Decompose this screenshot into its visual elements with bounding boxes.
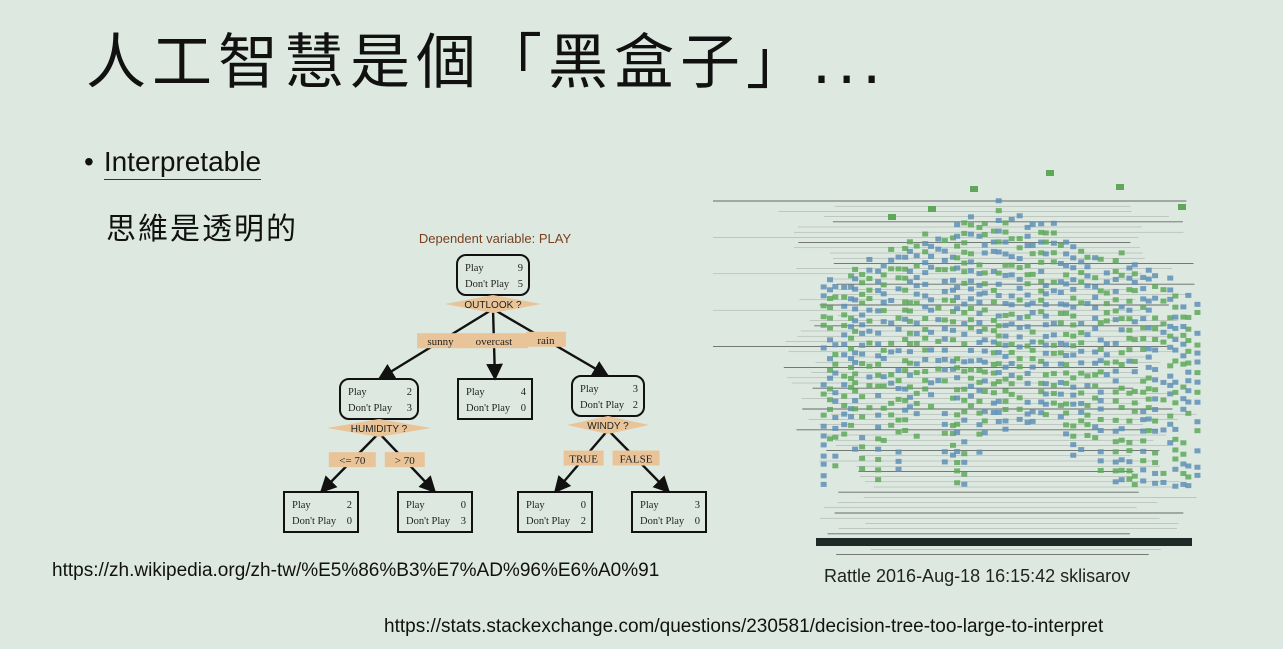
node-dontplay-label: Don't Play xyxy=(466,403,511,414)
edge-label-box xyxy=(563,450,604,466)
edge-label-box xyxy=(525,331,566,347)
slide-title: 人工智慧是個「黑盒子」... xyxy=(86,28,888,98)
node-dontplay-label: Don't Play xyxy=(465,279,510,290)
split-label: OUTLOOK ? xyxy=(464,300,522,311)
node-dontplay-count: 0 xyxy=(695,516,700,527)
node-dontplay-label: Don't Play xyxy=(292,516,337,527)
node-play-count: 0 xyxy=(461,500,466,511)
edge-label-box xyxy=(328,452,376,468)
edge-label-box xyxy=(384,452,425,468)
bullet-subtext: 思維是透明的 xyxy=(106,212,298,247)
edge-label-box xyxy=(459,333,528,349)
tree-header: Dependent variable: PLAY xyxy=(419,231,572,246)
node-play-label: Play xyxy=(465,263,484,274)
node-dontplay-label: Don't Play xyxy=(580,400,625,411)
split-diamond xyxy=(444,295,542,313)
node-dontplay-count: 2 xyxy=(581,516,586,527)
tree-edges: sunny overcast rain <= 70 > 70 TRUE FALSE xyxy=(319,307,671,494)
edge-label: sunny xyxy=(427,336,454,348)
split-label: HUMIDITY ? xyxy=(351,424,408,435)
node-dontplay-count: 3 xyxy=(461,516,466,527)
bullet-interpretable: • Interpretable xyxy=(84,146,262,180)
node-dontplay-label: Don't Play xyxy=(526,516,571,527)
node-play-count: 0 xyxy=(581,500,586,511)
big-tree-caption: Rattle 2016-Aug-18 16:15:42 sklisarov xyxy=(824,566,1131,586)
tree-node-le70 xyxy=(283,491,359,533)
edge-label: rain xyxy=(537,335,555,347)
node-play-count: 9 xyxy=(518,263,523,274)
edge-label-box xyxy=(417,333,465,349)
node-play-label: Play xyxy=(580,384,599,395)
tree-node-false xyxy=(631,491,707,533)
large-decision-tree-image xyxy=(713,170,1201,556)
node-dontplay-count: 0 xyxy=(347,516,352,527)
node-dontplay-label: Don't Play xyxy=(640,516,685,527)
node-play-count: 4 xyxy=(521,387,527,398)
node-dontplay-count: 5 xyxy=(518,279,523,290)
edge-label: <= 70 xyxy=(339,455,366,467)
edge-label: TRUE xyxy=(569,454,598,466)
node-play-label: Play xyxy=(348,387,367,398)
edge-label: overcast xyxy=(476,336,513,348)
decision-tree-diagram: Dependent variable: PLAY sunny overcast ra… xyxy=(283,231,707,533)
node-play-label: Play xyxy=(640,500,659,511)
source-link-wikipedia[interactable]: https://zh.wikipedia.org/zh-tw/%E5%86%B3… xyxy=(52,560,660,581)
node-play-label: Play xyxy=(526,500,545,511)
edge-label: FALSE xyxy=(620,454,653,466)
node-play-count: 2 xyxy=(407,387,412,398)
node-play-label: Play xyxy=(292,500,311,511)
node-play-count: 2 xyxy=(347,500,352,511)
split-label: WINDY ? xyxy=(587,421,629,432)
node-dontplay-label: Don't Play xyxy=(406,516,451,527)
split-diamond xyxy=(566,416,650,434)
source-link-stackexchange[interactable]: https://stats.stackexchange.com/question… xyxy=(384,616,1104,637)
node-dontplay-count: 0 xyxy=(521,403,526,414)
node-play-label: Play xyxy=(406,500,425,511)
node-play-count: 3 xyxy=(633,384,638,395)
large-tree-texture xyxy=(713,170,1201,556)
tree-node-overcast xyxy=(457,378,533,420)
node-play-label: Play xyxy=(466,387,485,398)
tree-node-gt70 xyxy=(397,491,473,533)
edge-label-box xyxy=(612,450,660,466)
bullet-term: Interpretable xyxy=(103,146,262,180)
bullet-dot: • xyxy=(84,146,94,177)
edge-label: > 70 xyxy=(395,455,415,467)
node-play-count: 3 xyxy=(695,500,700,511)
node-dontplay-label: Don't Play xyxy=(348,403,393,414)
node-dontplay-count: 2 xyxy=(633,400,638,411)
split-diamond xyxy=(327,419,431,437)
node-dontplay-count: 3 xyxy=(407,403,412,414)
tree-node-true xyxy=(517,491,593,533)
